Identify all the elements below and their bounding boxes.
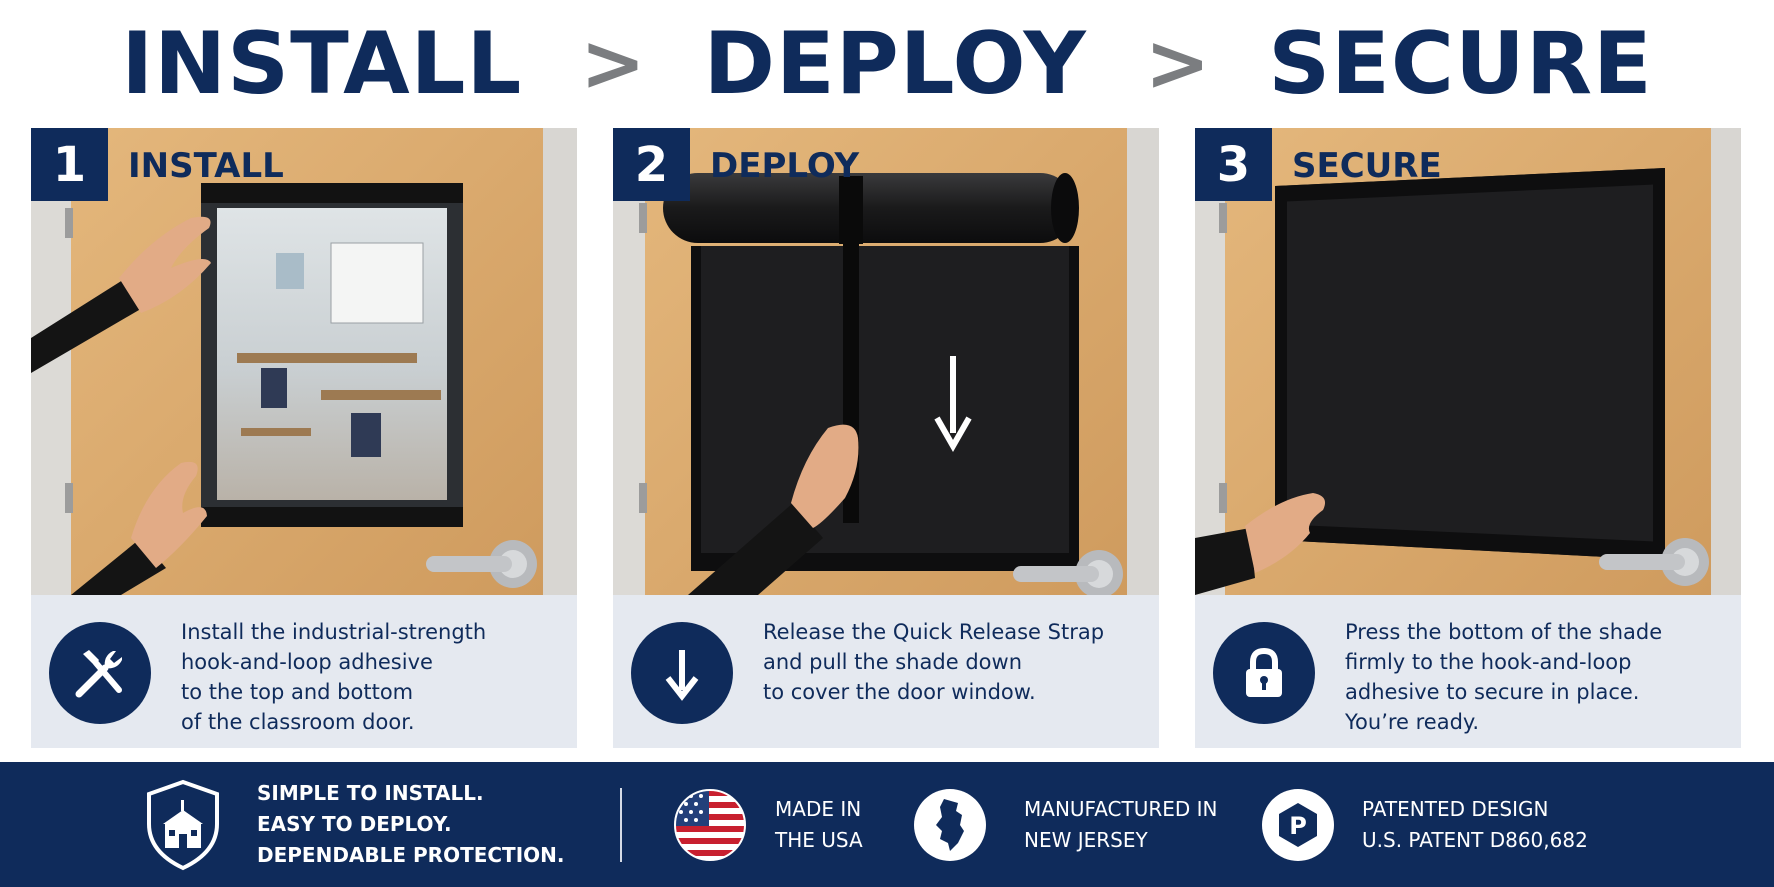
deploy-instructions: Release the Quick Release Strap and pull…: [763, 620, 1105, 704]
step-panel-deploy: 2 DEPLOY Release the Quick Release Strap…: [613, 128, 1159, 748]
arrow-down-icon: [631, 622, 733, 724]
manufactured-nj-text: MANUFACTURED IN NEW JERSEY: [1024, 796, 1218, 852]
new-jersey-map-icon: [914, 788, 986, 861]
footer-bar: SIMPLE TO INSTALL. EASY TO DEPLOY. DEPEN…: [0, 762, 1774, 887]
made-in-usa-text: MADE IN THE USA: [775, 796, 863, 852]
install-caption: Install the industrial-strength hook-and…: [31, 595, 577, 748]
step-number-1: 1: [31, 128, 108, 201]
headline: INSTALL > DEPLOY > SECURE: [0, 8, 1774, 120]
school-shield-icon: [147, 779, 219, 870]
us-flag-icon: [674, 788, 746, 861]
tools-icon: [49, 622, 151, 724]
footer-divider: [620, 788, 622, 862]
headline-deploy: DEPLOY: [703, 14, 1087, 114]
step-title-secure: SECURE: [1292, 146, 1442, 186]
svg-text:P: P: [1289, 812, 1307, 840]
deploy-photo: [613, 128, 1159, 595]
step-number-2: 2: [613, 128, 690, 201]
lock-icon: [1213, 622, 1315, 724]
install-photo: [31, 128, 577, 595]
secure-illustration: [1195, 128, 1741, 595]
deploy-illustration: [613, 128, 1159, 595]
footer-tagline-group: SIMPLE TO INSTALL. EASY TO DEPLOY. DEPEN…: [143, 762, 587, 887]
step-panel-secure: 3 SECURE Press the bottom of the shade f…: [1195, 128, 1741, 748]
secure-caption: Press the bottom of the shade firmly to …: [1195, 595, 1741, 748]
deploy-caption: Release the Quick Release Strap and pull…: [613, 595, 1159, 748]
step-number-3: 3: [1195, 128, 1272, 201]
install-illustration: [31, 128, 577, 595]
headline-separator-1: >: [580, 19, 646, 109]
headline-secure: SECURE: [1268, 14, 1653, 114]
patent-text: PATENTED DESIGN U.S. PATENT D860,682: [1362, 796, 1588, 852]
footer-manufactured-nj: MANUFACTURED IN NEW JERSEY: [914, 762, 1218, 887]
secure-instructions: Press the bottom of the shade firmly to …: [1345, 620, 1663, 734]
footer-made-in-usa: MADE IN THE USA: [673, 762, 863, 887]
install-instructions: Install the industrial-strength hook-and…: [181, 620, 487, 734]
headline-separator-2: >: [1144, 19, 1211, 109]
step-panel-install: 1 INSTALL Install the industrial-strengt…: [31, 128, 577, 748]
step-title-install: INSTALL: [128, 146, 284, 186]
footer-tagline: SIMPLE TO INSTALL. EASY TO DEPLOY. DEPEN…: [257, 781, 565, 867]
step-title-deploy: DEPLOY: [710, 146, 860, 186]
footer-patent: P PATENTED DESIGN U.S. PATENT D860,682: [1262, 762, 1588, 887]
secure-photo: [1195, 128, 1741, 595]
headline-install: INSTALL: [121, 14, 523, 114]
patent-badge-icon: P: [1262, 788, 1334, 861]
